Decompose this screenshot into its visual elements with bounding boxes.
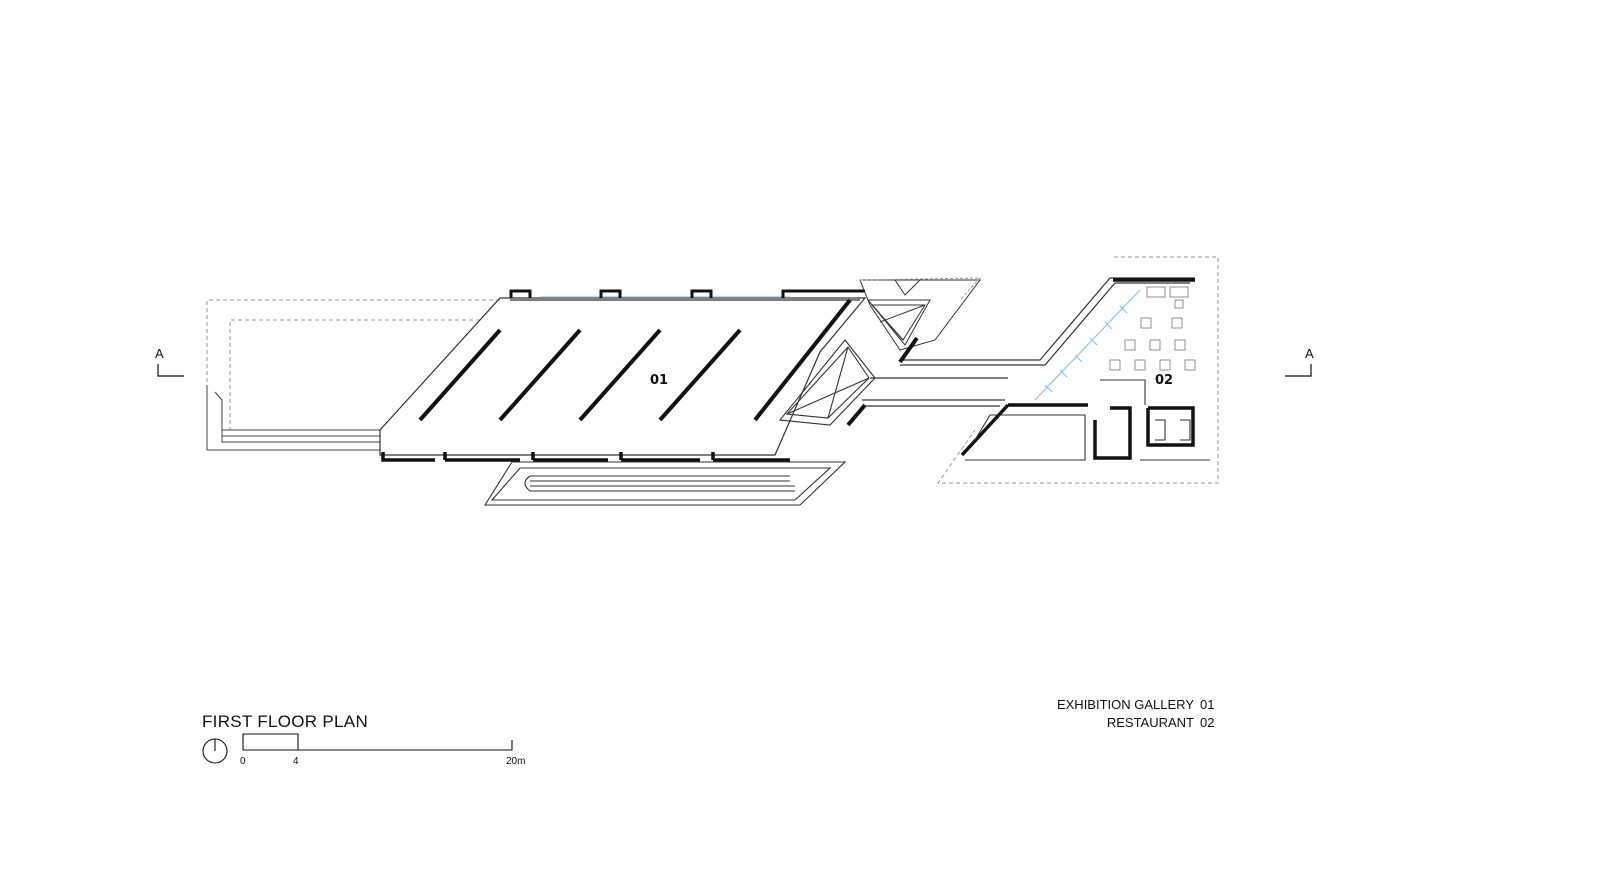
top-stair-outline xyxy=(859,277,982,301)
lower-ramp xyxy=(484,461,847,506)
restaurant-glazing xyxy=(1034,289,1141,401)
left-dashed-outline xyxy=(206,299,500,430)
north-arrow-icon xyxy=(202,738,228,764)
svg-text:A: A xyxy=(1305,346,1314,361)
scale-label-4: 4 xyxy=(293,756,299,767)
scale-label-20m: 20m xyxy=(506,756,526,767)
gallery-outline xyxy=(379,297,867,456)
top-stair xyxy=(859,279,981,351)
bridge-wall-upper xyxy=(898,336,919,364)
legend-name-01: EXHIBITION GALLERY xyxy=(1056,697,1194,712)
restaurant-walls xyxy=(960,278,1195,460)
legend-number-01: 01 xyxy=(1200,697,1215,712)
section-marker-right: A xyxy=(1285,346,1314,377)
legend-number-02: 02 xyxy=(1200,715,1215,730)
restaurant-dashed-outline xyxy=(937,256,1219,484)
left-ramp xyxy=(206,385,380,451)
section-marker-left: A xyxy=(155,346,184,377)
legend-name-02: RESTAURANT xyxy=(1106,715,1194,730)
room-number-02: 02 xyxy=(1155,373,1173,388)
gallery-walls-bottom xyxy=(381,452,790,462)
scale-bar xyxy=(242,733,513,751)
svg-text:A: A xyxy=(155,346,164,361)
legend-row-01: EXHIBITION GALLERY 01 xyxy=(1057,696,1220,714)
restaurant-lower-edge xyxy=(965,379,1210,461)
room-legend: EXHIBITION GALLERY 01 RESTAURANT 02 xyxy=(1057,696,1220,732)
connecting-bridge xyxy=(862,277,1195,407)
exhibition-panels xyxy=(418,298,852,422)
room-number-01: 01 xyxy=(650,373,668,388)
legend-row-02: RESTAURANT 02 xyxy=(1057,714,1220,732)
scale-label-0: 0 xyxy=(240,756,246,767)
drawing-title: FIRST FLOOR PLAN xyxy=(202,712,369,731)
bridge-wall-lower xyxy=(846,403,867,427)
restaurant-tables xyxy=(1109,286,1196,371)
void-diamond xyxy=(778,339,876,426)
gallery-piers-top xyxy=(509,289,865,298)
